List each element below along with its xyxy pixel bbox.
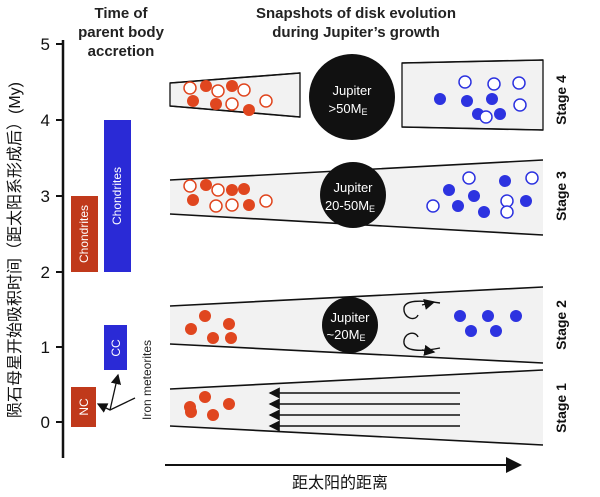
particles [183, 75, 539, 421]
nc-particle [183, 179, 197, 193]
cc-particle [500, 205, 514, 219]
nc-particle [225, 332, 237, 344]
tick-label-4: 4 [41, 111, 50, 130]
jupiter-stage-3 [320, 162, 386, 228]
cc-particle [512, 76, 526, 90]
tick-label-3: 3 [41, 187, 50, 206]
nc-chondrites-bar [71, 196, 98, 272]
stage-4-label: Stage 4 [553, 75, 569, 125]
iron-meteorites-label: Iron meteorites [140, 340, 154, 420]
jupiter-stage-4-name: Jupiter [332, 83, 372, 98]
jupiter-stage-2-mass: ~20ME [327, 327, 366, 343]
tick-label-0: 0 [41, 413, 50, 432]
accretion-title-line3: accretion [88, 43, 155, 60]
nc-particle [226, 184, 238, 196]
stage-2-label: Stage 2 [553, 300, 569, 350]
cc-particle [434, 93, 446, 105]
cc-chondrites-label: Chondrites [110, 167, 124, 225]
iron-arrow-cc [109, 373, 122, 411]
jupiter-stage-2-name: Jupiter [330, 310, 370, 325]
nc-particle [183, 81, 197, 95]
cc-particle [458, 75, 472, 89]
tick-label-5: 5 [41, 35, 50, 54]
nc-particle [185, 406, 197, 418]
cc-particle [426, 199, 440, 213]
nc-particle [225, 198, 239, 212]
cc-particle [461, 95, 473, 107]
cc-particle [494, 108, 506, 120]
cc-particle [525, 171, 539, 185]
snapshot-title-line1: Snapshots of disk evolution [256, 5, 456, 22]
y-ticks: 0 1 2 3 4 5 [41, 35, 63, 432]
nc-particle [200, 80, 212, 92]
nc-particle [259, 94, 273, 108]
nc-particle [226, 80, 238, 92]
cc-label: CC [109, 339, 123, 357]
nc-particle [243, 104, 255, 116]
cc-iron-bar [104, 325, 127, 370]
jupiter-stage-3-name: Jupiter [333, 180, 373, 195]
cc-particle [443, 184, 455, 196]
nc-particle [207, 409, 219, 421]
cc-particle [513, 98, 527, 112]
jupiter-stage-4 [309, 54, 395, 140]
cc-particle [500, 194, 514, 208]
nc-particle [243, 199, 255, 211]
cc-particle [520, 195, 532, 207]
nc-particle [187, 194, 199, 206]
cc-particle [454, 310, 466, 322]
nc-particle [237, 83, 251, 97]
nc-particle [223, 398, 235, 410]
nc-particle [185, 323, 197, 335]
x-axis-label: 距太阳的距离 [292, 474, 388, 492]
accretion-title-line1: Time of [94, 5, 148, 22]
nc-particle [238, 183, 250, 195]
cc-particle [468, 190, 480, 202]
cc-particle [490, 325, 502, 337]
nc-particle [199, 310, 211, 322]
iron-arrow-nc [96, 397, 136, 413]
nc-particle [209, 199, 223, 213]
nc-label: NC [77, 398, 91, 416]
jupiter-stage-3-mass: 20-50ME [325, 198, 375, 214]
nc-particle [200, 179, 212, 191]
nc-iron-bar [71, 387, 96, 427]
stage-1-inflow-arrows [268, 387, 460, 432]
cc-particle [478, 206, 490, 218]
stage-1-label: Stage 1 [553, 383, 569, 433]
nc-particle [211, 84, 225, 98]
cc-chondrites-bar [104, 120, 131, 272]
cc-particle [486, 93, 498, 105]
nc-particle [207, 332, 219, 344]
nc-particle [199, 391, 211, 403]
stage-3-label: Stage 3 [553, 171, 569, 221]
cc-particle [510, 310, 522, 322]
nc-particle [187, 95, 199, 107]
cc-particle [499, 175, 511, 187]
cc-particle [452, 200, 464, 212]
jupiter-stage-4-mass: >50ME [329, 101, 368, 117]
tick-label-1: 1 [41, 338, 50, 357]
nc-particle [225, 97, 239, 111]
tick-label-2: 2 [41, 263, 50, 282]
cc-particle [465, 325, 477, 337]
accretion-title-line2: parent body [78, 24, 164, 41]
cc-particle [487, 77, 501, 91]
nc-particle [211, 183, 225, 197]
cc-particle [479, 110, 493, 124]
nc-chondrites-label: Chondrites [77, 205, 91, 263]
nc-particle [210, 98, 222, 110]
jupiter-stage-2 [322, 297, 378, 353]
nc-particle [259, 194, 273, 208]
stage-2-gap-arrows [403, 298, 441, 356]
y-axis-label: 陨石母星开始吸积时间（距太阳系形成后）(My) [6, 82, 24, 418]
snapshot-title-line2: during Jupiter’s growth [272, 24, 440, 41]
cc-particle [462, 171, 476, 185]
nc-particle [223, 318, 235, 330]
cc-particle [482, 310, 494, 322]
